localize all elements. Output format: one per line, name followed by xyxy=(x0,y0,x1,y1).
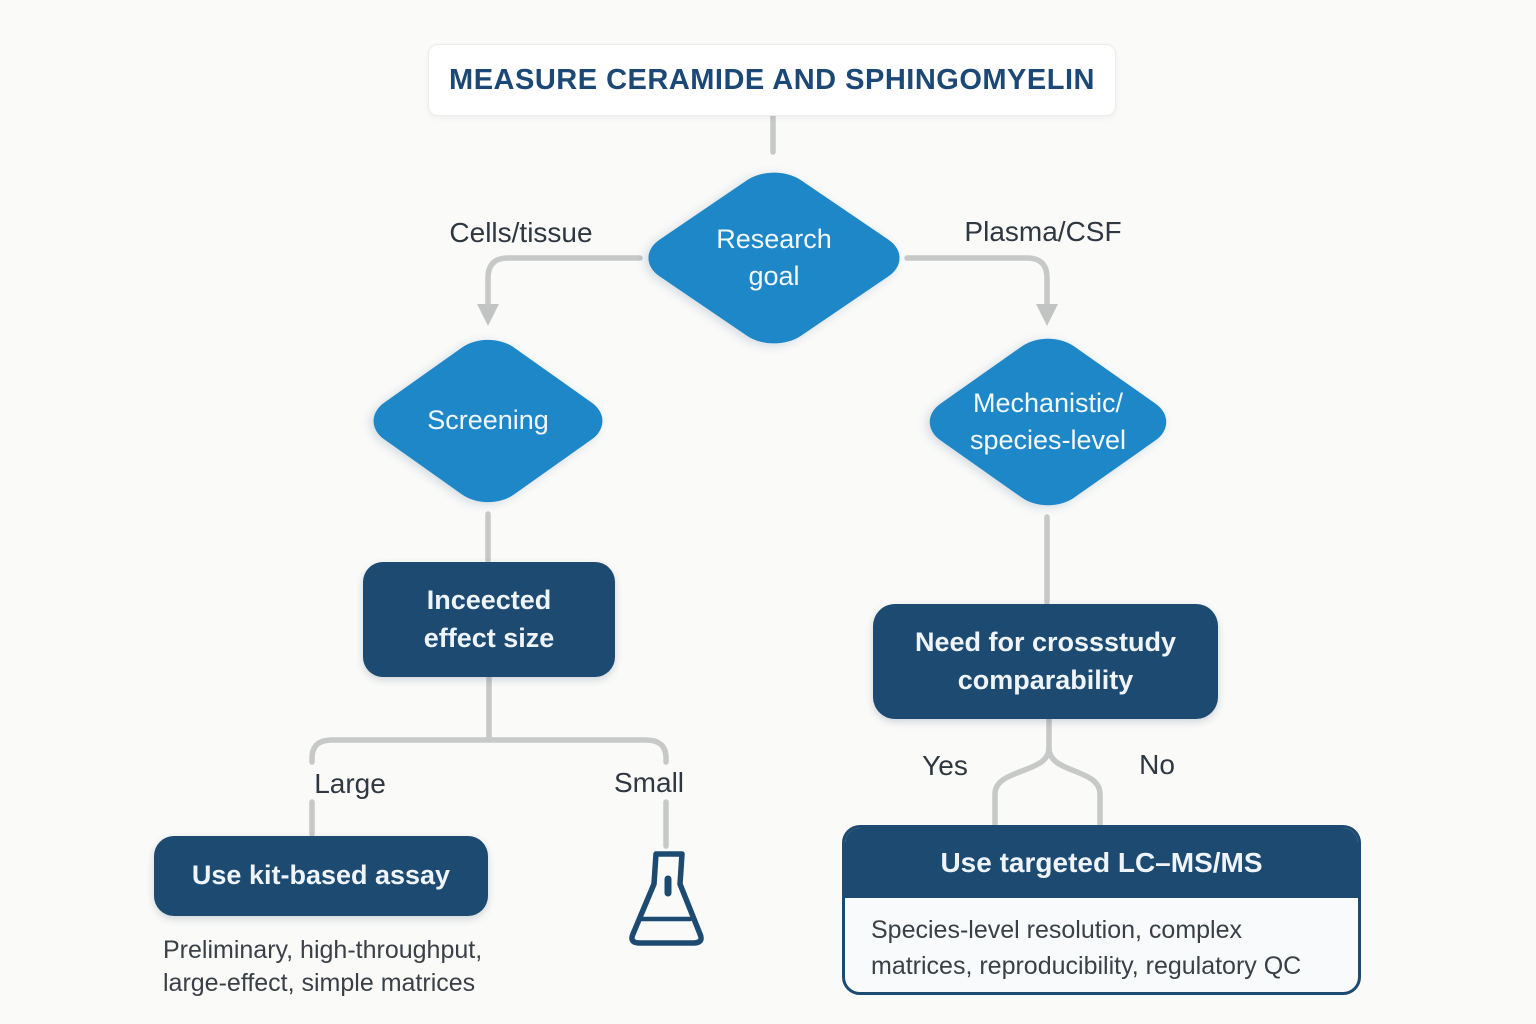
node-targeted-lcms-header: Use targeted LC–MS/MS xyxy=(845,828,1358,898)
targeted-lcms-note: Species-level resolution, complex matric… xyxy=(871,916,1302,980)
page-title: MEASURE CERAMIDE AND SPHINGOMYELIN xyxy=(449,63,1095,96)
node-targeted-lcms: Use targeted LC–MS/MS Species-level reso… xyxy=(842,825,1361,995)
arrow-down-icon xyxy=(1036,304,1058,326)
edge-label-large: Large xyxy=(314,768,386,799)
node-research-goal: Research goal xyxy=(632,161,916,355)
node-screening-label: Screening xyxy=(427,405,549,436)
title-box: MEASURE CERAMIDE AND SPHINGOMYELIN xyxy=(428,44,1116,116)
edge-label-yes: Yes xyxy=(922,750,968,781)
edge-label-plasma-csf: Plasma/CSF xyxy=(964,216,1122,247)
flask-outline xyxy=(629,851,704,946)
node-kit-assay: Use kit-based assay xyxy=(154,836,488,916)
node-effect-size: Inceected effect size xyxy=(363,562,615,677)
node-effect-size-label: Inceected effect size xyxy=(423,584,555,653)
connector-effect-size-split xyxy=(309,737,669,765)
connector-yes-branch xyxy=(992,745,1052,827)
node-crossstudy-label: Need for crossstudy comparability xyxy=(914,626,1177,695)
connector-research-to-screening xyxy=(485,255,643,309)
connector-no-branch xyxy=(1046,745,1103,827)
node-research-goal-label: Research goal xyxy=(716,223,832,291)
node-screening: Screening xyxy=(358,329,618,513)
connector-research-to-mechanistic xyxy=(904,255,1050,309)
edge-label-no: No xyxy=(1139,749,1175,780)
node-mechanistic-label: Mechanistic/ species-level xyxy=(969,387,1127,455)
edge-label-small: Small xyxy=(613,767,685,798)
edge-label-cells-tissue: Cells/tissue xyxy=(449,217,593,248)
flask-icon xyxy=(629,851,704,946)
kit-assay-note: Preliminary, high-throughput, large-effe… xyxy=(163,936,483,997)
arrow-down-icon xyxy=(477,304,499,326)
node-crossstudy: Need for crossstudy comparability xyxy=(873,604,1218,719)
node-mechanistic: Mechanistic/ species-level xyxy=(914,327,1182,517)
node-kit-assay-label: Use kit-based assay xyxy=(191,860,451,891)
node-targeted-lcms-label: Use targeted LC–MS/MS xyxy=(940,847,1263,878)
